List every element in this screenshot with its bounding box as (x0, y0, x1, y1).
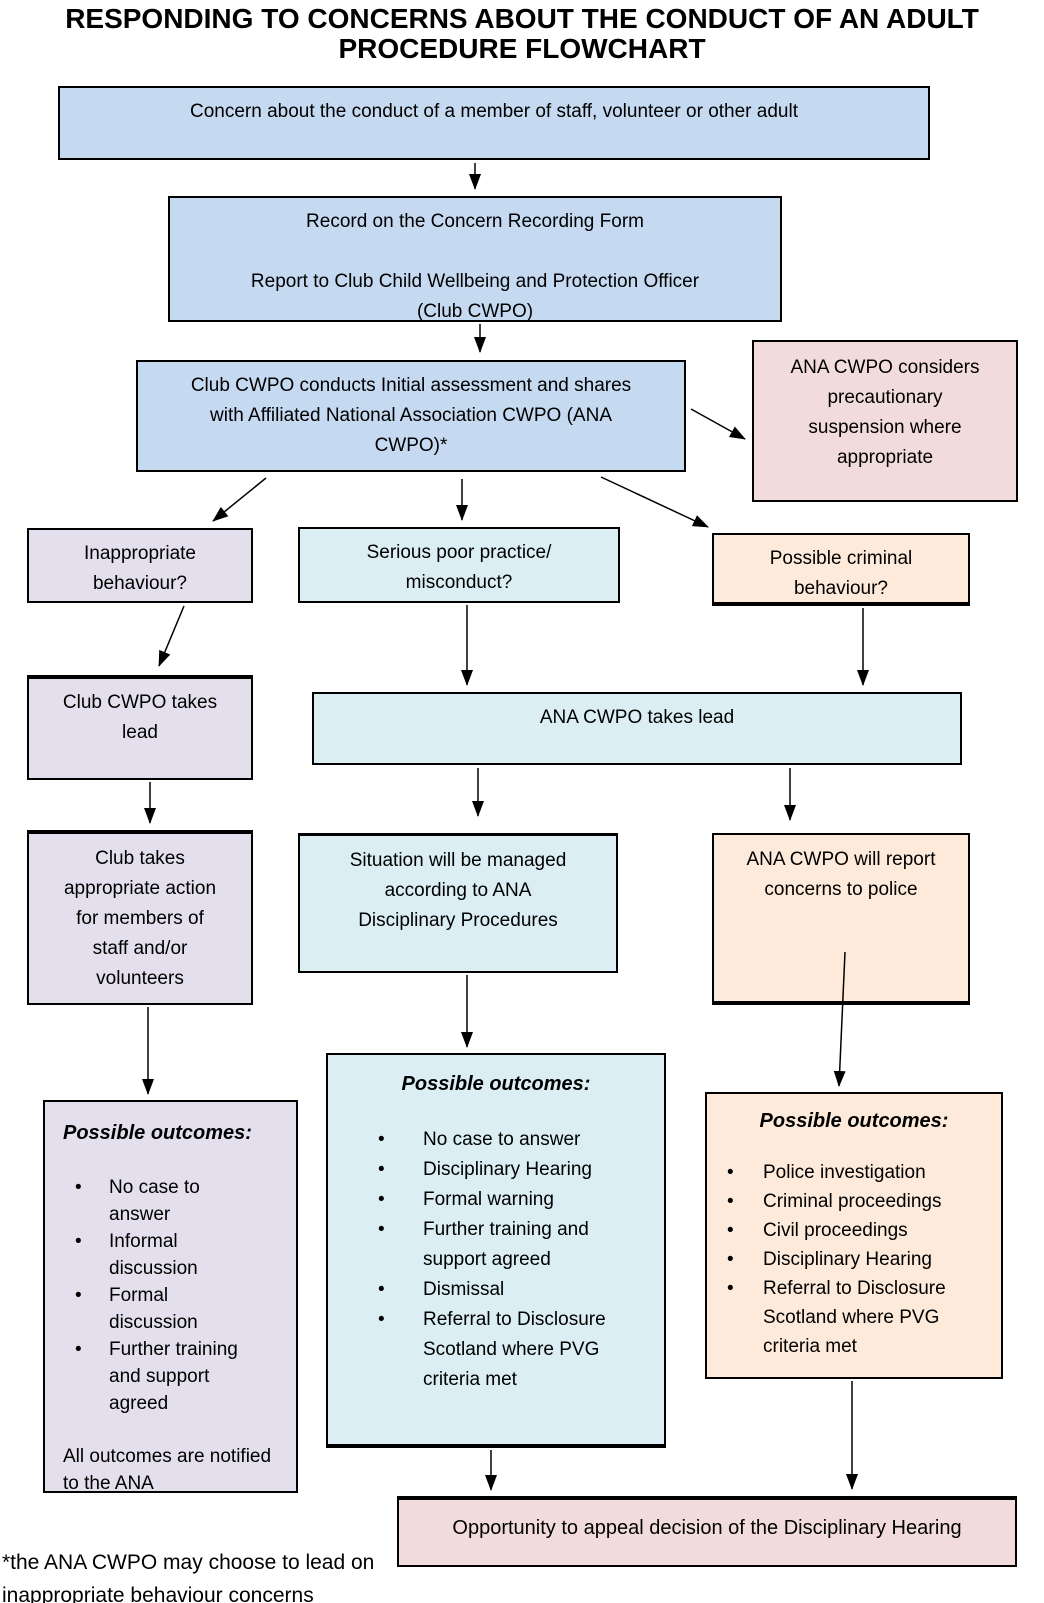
list-item: • Disciplinary Hearing (348, 1155, 644, 1185)
list-item: • No case to answer (63, 1174, 278, 1228)
bullet-icon: • (727, 1278, 734, 1299)
flow-box-police: ANA CWPO will report concerns to police (712, 833, 970, 1005)
flow-box-appeal-text: Opportunity to appeal decision of the Di… (452, 1517, 962, 1539)
page-title-line1: RESPONDING TO CONCERNS ABOUT THE CONDUCT… (65, 3, 979, 34)
bullet-icon: • (378, 1159, 385, 1180)
list-item: • Further training and support agreed (348, 1215, 644, 1275)
outcomes-police-list: • Police investigation • Criminal procee… (721, 1158, 987, 1361)
list-item: • No case to answer (348, 1125, 644, 1155)
flow-box-police-text: ANA CWPO will report concerns to police (746, 849, 936, 900)
flow-box-club-lead-text: Club CWPO takes lead (62, 692, 218, 743)
flow-box-club-action-text: Club takes appropriate action for member… (63, 848, 217, 989)
flow-box-inappropriate: Inappropriate behaviour? (27, 528, 253, 603)
list-item: • Police investigation (721, 1158, 987, 1187)
flow-box-criminal-text: Possible criminal behaviour? (769, 548, 913, 599)
arrow-assessment-suspension (690, 408, 746, 440)
flow-box-situation-text: Situation will be managed according to A… (349, 850, 567, 931)
flow-box-outcomes-club: Possible outcomes: • No case to answer •… (43, 1100, 298, 1494)
bullet-icon: • (727, 1220, 734, 1241)
bullet-icon: • (727, 1162, 734, 1183)
flow-box-record-line1: Record on the Concern Recording Form (306, 211, 644, 232)
flow-box-ana-lead: ANA CWPO takes lead (312, 692, 962, 765)
flow-box-serious-text: Serious poor practice/ misconduct? (366, 542, 552, 593)
outcomes-club-heading: Possible outcomes: (63, 1122, 252, 1144)
bullet-icon: • (75, 1285, 82, 1306)
arrow-assessment-inappropriate (212, 477, 267, 522)
flow-box-assessment-text: Club CWPO conducts Initial assessment an… (190, 375, 632, 456)
list-item: • Criminal proceedings (721, 1187, 987, 1216)
flow-box-inappropriate-text: Inappropriate behaviour? (84, 543, 196, 594)
bullet-icon: • (75, 1231, 82, 1252)
outcomes-police-heading: Possible outcomes: (759, 1110, 949, 1132)
list-item: • Referral to Disclosure Scotland where … (348, 1305, 644, 1395)
outcomes-club-note: All outcomes are notified to the ANA (63, 1446, 272, 1494)
footnote: *the ANA CWPO may choose to lead on inap… (2, 1546, 422, 1603)
list-item: • Formal warning (348, 1185, 644, 1215)
flow-box-serious: Serious poor practice/ misconduct? (298, 527, 620, 603)
footnote-line2: inappropriate behaviour concerns (2, 1584, 314, 1603)
list-item: • Informal discussion (63, 1228, 278, 1282)
flow-box-club-lead: Club CWPO takes lead (27, 675, 253, 780)
arrow-assessment-criminal (600, 476, 709, 528)
flow-box-criminal: Possible criminal behaviour? (712, 533, 970, 606)
bullet-icon: • (727, 1191, 734, 1212)
flow-box-record-line2: Report to Club Child Wellbeing and Prote… (250, 271, 700, 292)
list-item: • Dismissal (348, 1275, 644, 1305)
list-item: • Civil proceedings (721, 1216, 987, 1245)
flow-box-assessment: Club CWPO conducts Initial assessment an… (136, 360, 686, 472)
flow-box-club-action: Club takes appropriate action for member… (27, 830, 253, 1005)
bullet-icon: • (378, 1279, 385, 1300)
bullet-icon: • (75, 1339, 82, 1360)
flow-box-suspension-text: ANA CWPO considers precautionary suspens… (790, 357, 980, 468)
bullet-icon: • (378, 1129, 385, 1150)
outcomes-club-list: • No case to answer • Informal discussio… (63, 1174, 278, 1417)
list-item: • Formal discussion (63, 1282, 278, 1336)
list-item: • Disciplinary Hearing (721, 1245, 987, 1274)
flow-box-concern: Concern about the conduct of a member of… (58, 86, 930, 160)
bullet-icon: • (378, 1189, 385, 1210)
flow-box-situation: Situation will be managed according to A… (298, 833, 618, 973)
flow-box-outcomes-ana: Possible outcomes: • No case to answer •… (326, 1053, 666, 1448)
flow-box-record: Record on the Concern Recording Form Rep… (168, 196, 782, 322)
flow-box-record-line3: (Club CWPO) (416, 301, 534, 322)
flow-box-ana-lead-text: ANA CWPO takes lead (539, 707, 735, 728)
flow-box-concern-text: Concern about the conduct of a member of… (189, 101, 798, 122)
flow-box-appeal: Opportunity to appeal decision of the Di… (397, 1496, 1017, 1567)
list-item: • Further training and support agreed (63, 1336, 278, 1417)
outcomes-ana-heading: Possible outcomes: (401, 1073, 591, 1095)
flow-box-suspension: ANA CWPO considers precautionary suspens… (752, 340, 1018, 502)
flow-box-outcomes-police: Possible outcomes: • Police investigatio… (705, 1092, 1003, 1379)
page-title-line2: PROCEDURE FLOWCHART (338, 33, 706, 64)
bullet-icon: • (75, 1177, 82, 1198)
arrow-inappropriate-club-lead (158, 605, 185, 667)
page-title: RESPONDING TO CONCERNS ABOUT THE CONDUCT… (0, 4, 1044, 64)
footnote-line1: *the ANA CWPO may choose to lead on (2, 1551, 375, 1574)
outcomes-ana-list: • No case to answer • Disciplinary Heari… (348, 1125, 644, 1395)
bullet-icon: • (378, 1219, 385, 1240)
bullet-icon: • (727, 1249, 734, 1270)
list-item: • Referral to Disclosure Scotland where … (721, 1274, 987, 1361)
bullet-icon: • (378, 1309, 385, 1330)
